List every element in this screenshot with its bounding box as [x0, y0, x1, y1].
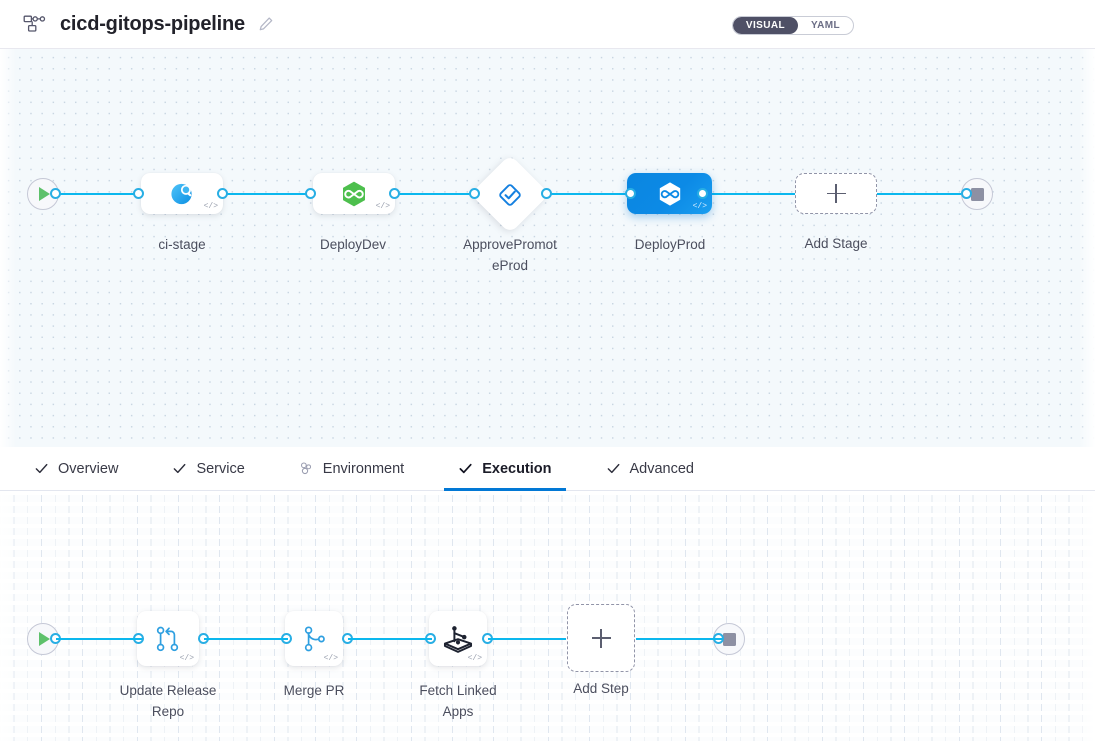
add-stage-button[interactable]	[795, 173, 877, 214]
canvas-left-fade	[0, 491, 16, 741]
ci-build-magnifier-icon	[170, 183, 192, 205]
step-node-merge-pr[interactable]: </>	[285, 611, 343, 666]
environment-cluster-icon	[299, 461, 314, 476]
edge-deploydev-to-approve	[394, 193, 478, 195]
step-label-line2: Apps	[442, 704, 474, 719]
check-icon	[458, 461, 473, 476]
plus-icon-vertical	[835, 184, 837, 203]
port-ci-out[interactable]	[217, 188, 228, 199]
stage-node-deploydev[interactable]: </>	[313, 173, 395, 214]
edge-fetchapps-to-addstep	[488, 638, 566, 640]
git-merge-pr-icon	[304, 625, 325, 651]
stage-node-approvepromoteprod[interactable]	[470, 154, 550, 234]
toggle-option-visual[interactable]: VISUAL	[732, 17, 798, 34]
edge-approve-to-deployprod	[546, 193, 634, 195]
step-label-line1: Update Release	[119, 683, 217, 698]
edge-deployprod-to-addstage	[700, 193, 800, 195]
step-node-fetch-linked-apps[interactable]: </>	[429, 611, 487, 666]
tab-environment[interactable]: Environment	[285, 447, 418, 490]
check-icon	[172, 461, 187, 476]
code-badge: </>	[375, 202, 390, 211]
step-canvas[interactable]: </> Update Release Repo </> Merge PR	[0, 491, 1095, 741]
port-start-out[interactable]	[50, 188, 61, 199]
stage-label-line1: ApprovePromot	[463, 237, 557, 252]
step-label-fetch-linked-apps: Fetch Linked Apps	[390, 680, 526, 722]
port-approve-out[interactable]	[541, 188, 552, 199]
pencil-edit-icon[interactable]	[257, 15, 275, 33]
canvas-right-fade	[1079, 49, 1095, 447]
port-ci-in[interactable]	[133, 188, 144, 199]
step-label-merge-pr: Merge PR	[283, 683, 345, 698]
port-end-in[interactable]	[961, 188, 972, 199]
tab-label-execution: Execution	[482, 460, 552, 477]
play-icon	[39, 632, 50, 646]
step-label-update-release-repo: Update Release Repo	[100, 680, 236, 722]
canvas-left-fade	[0, 49, 16, 447]
canvas-right-fade	[1079, 491, 1095, 741]
port-deploydev-out[interactable]	[389, 188, 400, 199]
tab-label-environment: Environment	[322, 460, 405, 477]
stage-label-deployprod: DeployProd	[634, 237, 706, 252]
tab-advanced[interactable]: Advanced	[592, 447, 709, 490]
stage-config-tabs: Overview Service Environment Execution	[0, 447, 1095, 491]
stage-label-line2: eProd	[491, 258, 529, 273]
page-title: cicd-gitops-pipeline	[60, 12, 245, 35]
edge-mergepr-to-fetchapps	[348, 638, 432, 640]
stage-label-deploydev: DeployDev	[319, 237, 387, 252]
step-node-update-release-repo[interactable]: </>	[137, 611, 199, 666]
tab-service[interactable]: Service	[158, 447, 258, 490]
code-badge: </>	[203, 202, 218, 211]
add-step-label: Add Step	[573, 681, 629, 696]
plus-icon-vertical	[600, 628, 602, 648]
port-deployprod-out[interactable]	[697, 188, 708, 199]
port-approve-in[interactable]	[469, 188, 480, 199]
step-label-line2: Repo	[151, 704, 185, 719]
argocd-fetch-linked-apps-icon	[443, 625, 473, 653]
step-label-line1: Fetch Linked	[419, 683, 497, 698]
edge-start-to-updaterepo	[56, 638, 142, 640]
git-update-release-repo-icon	[156, 626, 179, 651]
stage-label-ci-stage: ci-stage	[158, 237, 206, 252]
check-icon	[606, 461, 621, 476]
stage-node-ci-stage[interactable]: </>	[141, 173, 223, 214]
code-badge: </>	[692, 202, 707, 211]
check-icon	[34, 461, 49, 476]
code-badge: </>	[467, 654, 482, 663]
page-header: cicd-gitops-pipeline	[0, 0, 1095, 49]
play-icon	[39, 187, 50, 201]
tab-overview[interactable]: Overview	[20, 447, 132, 490]
stage-canvas[interactable]: </> ci-stage </> DeployDev ApproveP	[0, 49, 1095, 447]
tab-label-advanced: Advanced	[629, 460, 695, 477]
tab-label-service: Service	[196, 460, 245, 477]
edge-addstep-to-end	[636, 638, 722, 640]
edge-ci-to-deploydev	[222, 193, 314, 195]
code-badge: </>	[179, 654, 194, 663]
harness-hexagon-green-icon	[343, 181, 365, 206]
edge-addstage-to-end	[874, 193, 972, 195]
add-step-button[interactable]	[567, 604, 635, 672]
edge-updaterepo-to-mergepr	[204, 638, 288, 640]
tab-label-overview: Overview	[58, 460, 119, 477]
stop-icon	[970, 187, 984, 201]
pipeline-tree-icon	[22, 13, 48, 35]
stage-label-approvepromoteprod: ApprovePromot eProd	[444, 234, 576, 276]
harness-hexagon-white-icon	[659, 181, 680, 206]
edge-start-to-ci	[56, 193, 142, 195]
code-badge: </>	[323, 654, 338, 663]
view-mode-toggle[interactable]: VISUAL YAML	[731, 16, 854, 35]
stop-icon	[722, 632, 736, 646]
tab-execution[interactable]: Execution	[444, 447, 566, 491]
port-deployprod-in[interactable]	[625, 188, 636, 199]
toggle-option-yaml[interactable]: YAML	[810, 20, 840, 31]
port-deploydev-in[interactable]	[305, 188, 316, 199]
add-stage-label: Add Stage	[804, 236, 868, 251]
